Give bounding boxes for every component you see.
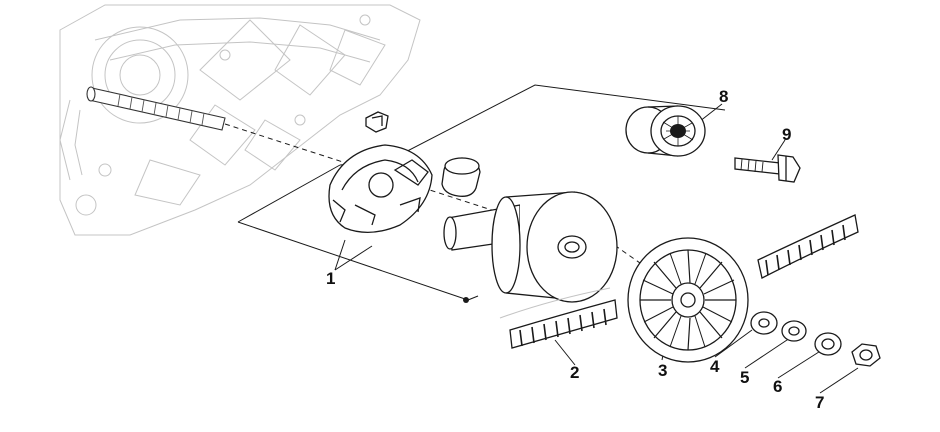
callout-6: 6: [773, 377, 782, 396]
callout-9: 9: [782, 125, 791, 144]
bolt: [734, 154, 801, 183]
callout-5: 5: [740, 368, 749, 387]
crankshaft: [86, 86, 226, 131]
fan-pulley: [627, 237, 749, 363]
bearing-pulley: [625, 105, 706, 157]
drive-belt-left: [499, 287, 618, 349]
callout-labels: 1 2 3 4 5 6 7 8 9: [326, 87, 824, 412]
callout-3: 3: [658, 361, 667, 380]
callout-4: 4: [710, 357, 720, 376]
drive-plate: [328, 144, 433, 233]
spacer-4: [750, 311, 778, 335]
drive-belt-right: [757, 214, 859, 279]
crankcase-housing-ghost: [59, 4, 421, 236]
callout-8: 8: [719, 87, 728, 106]
nut-7: [851, 343, 881, 367]
callout-1: 1: [326, 269, 335, 288]
slider-clip: [365, 111, 389, 133]
washer-5: [781, 320, 807, 342]
bushing: [441, 157, 481, 197]
callout-2: 2: [570, 363, 579, 382]
washer-6: [814, 332, 842, 356]
bracket-dot: [463, 297, 469, 303]
callout-7: 7: [815, 393, 824, 412]
drive-pulley: [443, 191, 618, 303]
